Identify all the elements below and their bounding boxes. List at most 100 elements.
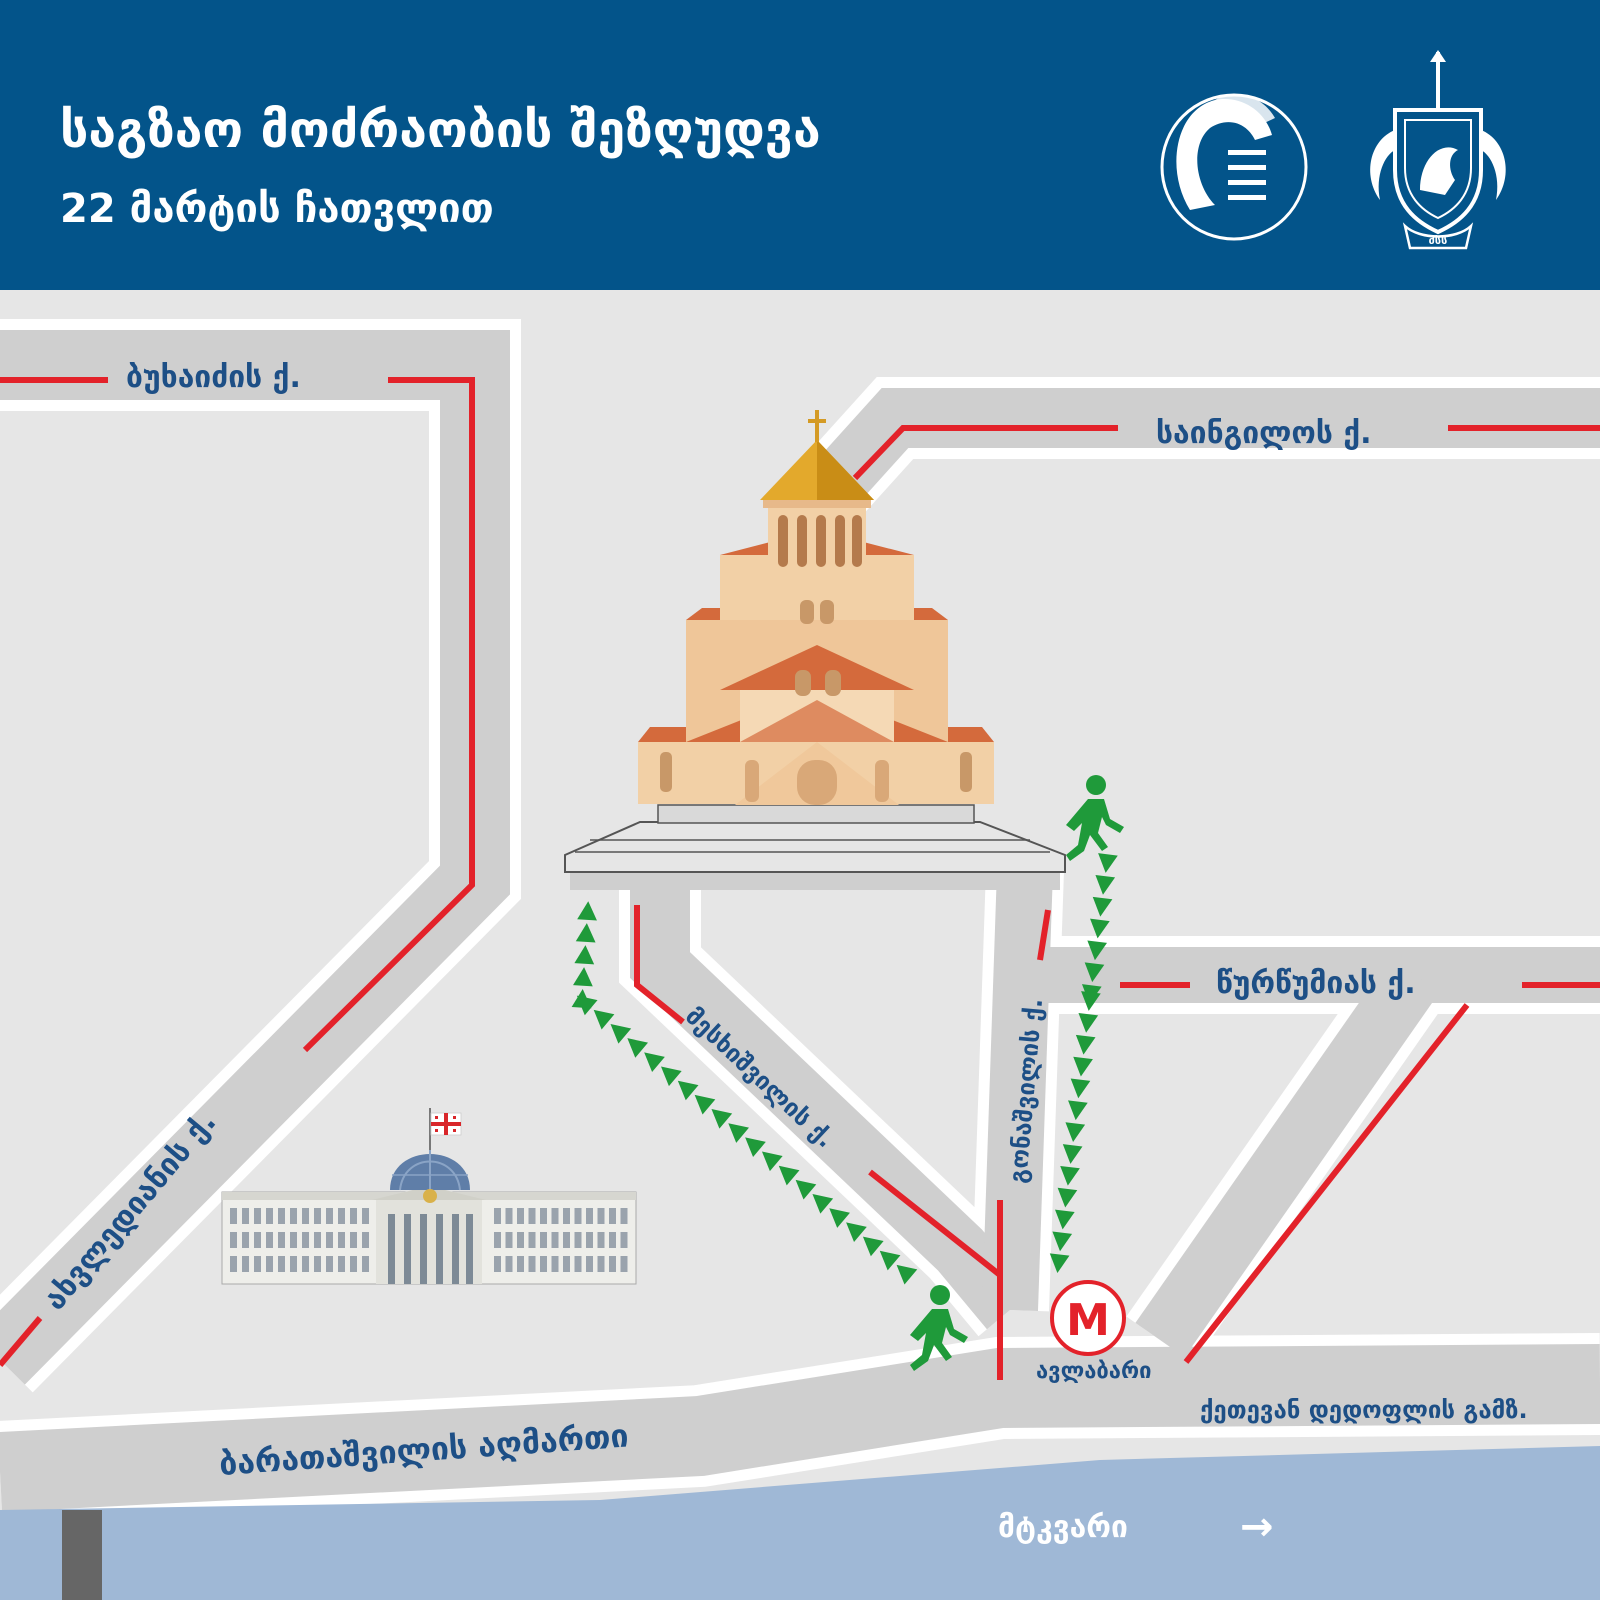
- palace-window: [528, 1208, 536, 1224]
- route-arrow: [677, 1080, 699, 1101]
- restriction-line: [1183, 1003, 1470, 1364]
- palace-window: [494, 1232, 501, 1248]
- street-label-saingilo: საინგილოს ქ.: [1156, 416, 1372, 451]
- route-arrow: [660, 1066, 682, 1087]
- palace-window: [517, 1232, 524, 1248]
- route-arrow: [1090, 918, 1110, 939]
- palace-window: [528, 1256, 536, 1272]
- route-arrow: [1065, 1122, 1086, 1142]
- route-arrow: [1052, 1231, 1073, 1252]
- route-arrow: [1081, 991, 1101, 1011]
- palace-window: [494, 1256, 501, 1272]
- route-arrow: [879, 1250, 901, 1271]
- palace-window: [290, 1208, 297, 1224]
- route-arrow: [1057, 1187, 1078, 1208]
- palace-window: [586, 1256, 593, 1272]
- route-arrow: [778, 1165, 800, 1186]
- palace-window: [362, 1232, 369, 1248]
- route-arrow: [1092, 896, 1113, 917]
- header-title: საგზაო მოძრაობის შეზღუდვა: [60, 101, 821, 159]
- restriction-lines: [0, 377, 1600, 1380]
- palace-window: [563, 1256, 570, 1272]
- palace-window: [494, 1208, 501, 1224]
- palace-window: [517, 1208, 524, 1224]
- palace-window: [302, 1256, 309, 1272]
- palace-window: [290, 1256, 297, 1272]
- palace-window: [574, 1256, 582, 1272]
- metro-icon: M: [1050, 1280, 1126, 1356]
- palace-window: [597, 1232, 605, 1248]
- police-emblem-icon: [1160, 93, 1308, 241]
- palace-window: [350, 1208, 357, 1224]
- route-arrow: [1054, 1209, 1075, 1230]
- route-arrow: [745, 1137, 766, 1157]
- route-arrow: [812, 1194, 834, 1214]
- route-arrow: [610, 1024, 632, 1044]
- palace-window: [574, 1232, 582, 1248]
- ministry-emblem-label: შსს: [1429, 234, 1448, 247]
- route-arrow: [1049, 1253, 1070, 1274]
- cathedral-icon: [564, 410, 1066, 873]
- ministry-emblem-icon: შსს: [1370, 50, 1506, 250]
- palace-window: [563, 1208, 570, 1224]
- palace-window: [586, 1208, 593, 1224]
- street-label-tsurtsumia: წურწუმიას ქ.: [1216, 966, 1416, 1001]
- route-arrow: [574, 945, 595, 965]
- palace-window: [314, 1232, 321, 1248]
- palace-window: [528, 1232, 536, 1248]
- palace-window: [551, 1256, 559, 1272]
- palace-windows: [230, 1208, 628, 1272]
- route-arrow: [1070, 1078, 1091, 1099]
- route-arrow: [627, 1038, 649, 1058]
- palace-window: [540, 1256, 547, 1272]
- georgian-flag-icon: [430, 1112, 462, 1136]
- route-arrow: [795, 1179, 817, 1200]
- restriction-line: [852, 425, 1118, 481]
- route-arrow: [761, 1151, 783, 1172]
- restriction-line: [302, 377, 475, 1053]
- palace-window: [230, 1256, 237, 1272]
- route-arrow: [1098, 853, 1118, 873]
- palace-window: [338, 1232, 345, 1248]
- street-label-bukhaidze: ბუხაიძის ქ.: [126, 360, 301, 395]
- palace-window: [362, 1256, 369, 1272]
- palace-window: [242, 1256, 249, 1272]
- palace-window: [266, 1232, 273, 1248]
- palace-window: [505, 1232, 513, 1248]
- palace-window: [254, 1232, 261, 1248]
- palace-window: [230, 1208, 237, 1224]
- river-flow-arrow-icon: →: [1240, 1504, 1274, 1550]
- palace-window: [266, 1208, 273, 1224]
- palace-window: [338, 1256, 345, 1272]
- palace-window: [620, 1232, 628, 1248]
- pedestrian-icon: [1066, 775, 1124, 861]
- river-kura: მტკვარი →: [0, 1446, 1600, 1600]
- palace-window: [517, 1256, 524, 1272]
- palace-window: [278, 1208, 285, 1224]
- route-arrow: [593, 1009, 615, 1030]
- river-label: მტკვარი: [998, 1510, 1128, 1545]
- route-arrow: [575, 923, 596, 943]
- palace-window: [242, 1232, 249, 1248]
- route-arrow: [644, 1052, 665, 1072]
- route-arrow: [1068, 1100, 1088, 1121]
- route-arrow: [1073, 1056, 1093, 1077]
- palace-window: [620, 1208, 628, 1224]
- route-arrow: [573, 967, 593, 987]
- route-arrow: [571, 989, 592, 1009]
- route-arrow: [1095, 874, 1116, 895]
- road: [982, 869, 1053, 1311]
- header-subtitle: 22 მარტის ჩათვლით: [60, 186, 494, 232]
- route-arrow: [1075, 1034, 1096, 1055]
- route-arrow: [846, 1222, 867, 1243]
- street-label-ketevan: ქეთევან დედოფლის გამზ.: [1200, 1396, 1528, 1424]
- restriction-line: [0, 1316, 43, 1367]
- palace-window: [551, 1232, 559, 1248]
- palace-window: [314, 1208, 321, 1224]
- palace-window: [551, 1208, 559, 1224]
- palace-window: [540, 1232, 547, 1248]
- palace-window: [230, 1232, 237, 1248]
- route-arrow: [1062, 1144, 1083, 1164]
